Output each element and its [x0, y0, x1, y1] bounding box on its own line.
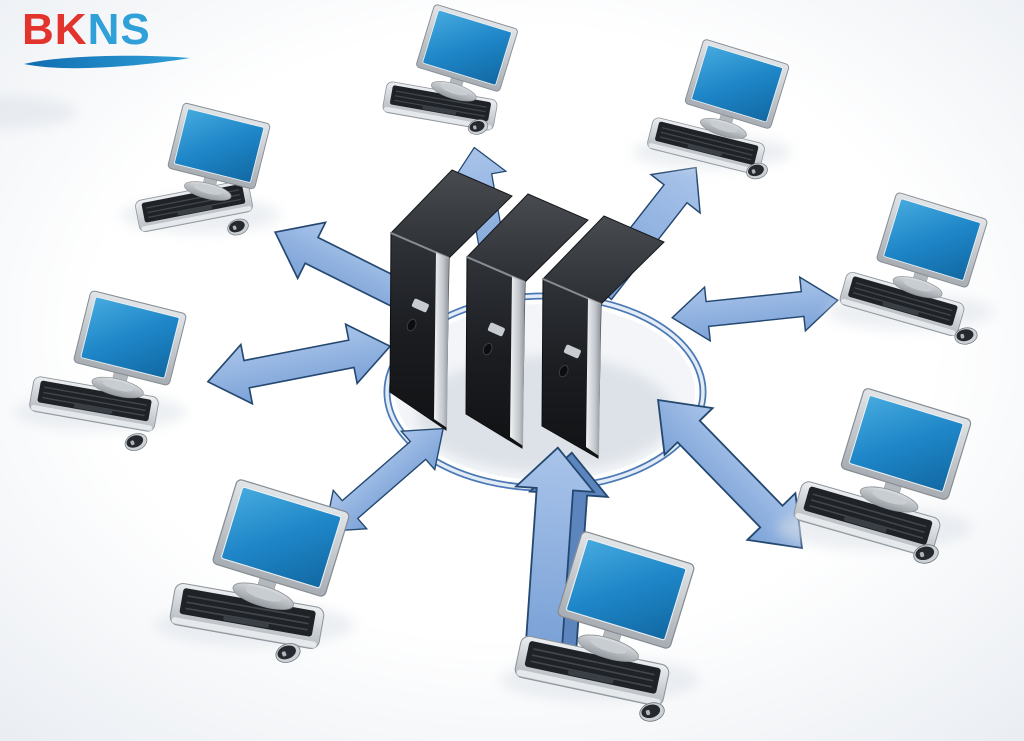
client-workstation-right: [826, 191, 994, 347]
bkns-logo: BKNS: [22, 8, 192, 74]
clients: [0, 3, 994, 725]
drive-bay-icon: [558, 344, 581, 378]
server-tower-2: [465, 193, 589, 449]
client-workstation-top-center: [0, 3, 519, 137]
server-tower-3: [541, 215, 665, 459]
server-tower-1: [389, 169, 513, 431]
swoosh-underline-icon: [24, 55, 190, 69]
server-cluster: [389, 169, 665, 459]
client-workstation-bottom-left: [155, 478, 355, 667]
client-workstation-bottom-right: [777, 386, 973, 567]
drive-bay-icon: [406, 298, 429, 332]
client-workstation-left: [14, 289, 188, 454]
client-workstation-bottom-center: [500, 530, 700, 725]
client-workstation-top-left: [120, 102, 280, 239]
logo-text-secondary: NS: [87, 5, 151, 54]
drive-bay-icon: [482, 322, 505, 356]
logo-text-primary: BK: [22, 5, 88, 54]
client-workstation-top-right: [632, 38, 792, 182]
